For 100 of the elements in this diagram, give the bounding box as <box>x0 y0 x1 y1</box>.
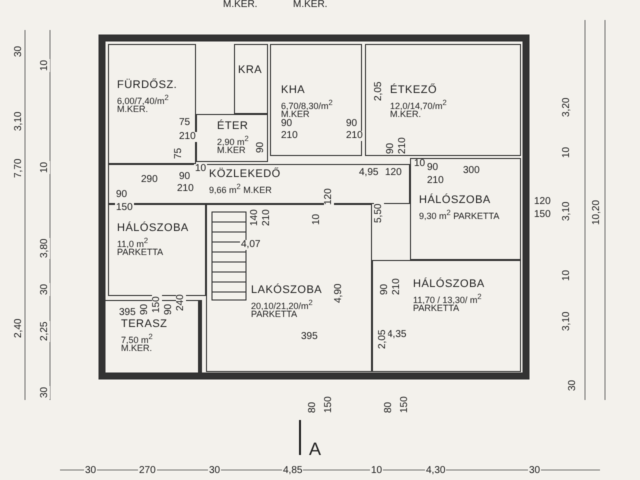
floor-type: M.KER. <box>390 109 422 119</box>
dimension-text: 210 <box>426 176 445 186</box>
floor-type: M.KER. <box>117 104 148 114</box>
dimension-text: 90 <box>256 140 266 154</box>
floor-type: PARKETTA <box>413 303 460 313</box>
dimension-text: 90 <box>140 302 150 316</box>
room-name: ÉTKEZŐ <box>390 85 438 95</box>
dimension-text: 3,20 <box>562 96 572 118</box>
room-area: 20,10/21,20/m$^{2}$ <box>251 298 313 311</box>
dimension-text: 210 <box>178 132 197 142</box>
dimension-text: 90 <box>345 119 358 129</box>
dimension-text: 210 <box>392 277 402 296</box>
dimension-text: 120 <box>324 187 334 206</box>
dimension-text: 2,40 <box>14 318 24 339</box>
dimension-text: 75 <box>178 118 192 128</box>
room-name: LAKÓSZOBA <box>251 285 322 295</box>
dimension-text: 150 <box>152 295 162 314</box>
room-note: M.KER. <box>222 0 258 10</box>
room-area: 12,0/14,70/m$^{2}$ <box>390 98 447 111</box>
room-outline <box>108 44 196 164</box>
dimension-text: 210 <box>262 208 272 227</box>
room-note: M.KER. <box>292 0 328 10</box>
dimension-text: 395 <box>118 308 137 318</box>
dimension-text: 290 <box>140 175 159 185</box>
dimension-text: 7,70 <box>14 158 24 179</box>
room-area: 6,00/7,40/m$^{2}$ <box>117 93 169 106</box>
room-name: HÁLÓSZOBA <box>413 279 485 289</box>
dimension-text: 120 <box>384 168 403 178</box>
dimension-text: 30 <box>14 44 24 58</box>
dimension-text: 10 <box>194 164 208 174</box>
dimension-text: 80 <box>384 400 394 414</box>
dimension-text: 5,50 <box>374 202 384 224</box>
room-outline <box>365 44 521 156</box>
room-name: HÁLÓSZOBA <box>419 195 491 205</box>
room-name: FÜRDŐSZ. <box>117 80 178 90</box>
dimension-text: 395 <box>300 332 319 342</box>
dimension-text: 30 <box>568 378 578 392</box>
room-outline <box>108 164 410 204</box>
dimension-text: 10 <box>562 146 572 159</box>
dimension-text: 10 <box>562 268 572 282</box>
dimension-text: 30 <box>84 466 98 476</box>
dimension-text: 150 <box>400 395 410 414</box>
dimension-text: 80 <box>308 400 318 414</box>
dimension-text: 210 <box>345 131 364 141</box>
floor-type: M.KER <box>281 109 310 119</box>
dimension-text: 10 <box>312 212 322 226</box>
dimension-text: 10 <box>40 58 50 72</box>
room-outline <box>196 114 268 162</box>
dimension-text: 10 <box>413 159 426 169</box>
dimension-text: 2,05 <box>374 80 384 102</box>
room-name: KHA <box>281 85 306 95</box>
room-name: ÉTER <box>217 121 248 131</box>
dimension-text: 3,10 <box>14 110 24 132</box>
dimension-text: 30 <box>528 466 542 476</box>
dimension-text: 90 <box>164 302 174 316</box>
dimension-text: 4,95 <box>358 168 380 178</box>
dimension-text: 30 <box>208 466 222 476</box>
dimension-text: 140 <box>250 208 260 227</box>
room-area: 2,90 m$^{2}$ <box>217 134 249 147</box>
room-outline <box>234 44 268 114</box>
dimension-text: 10,20 <box>592 198 602 226</box>
dimension-text: 150 <box>115 203 134 213</box>
dimension-text: 90 <box>426 163 440 173</box>
dimension-text: 2,05 <box>378 328 388 350</box>
dimension-text: 75 <box>174 146 184 160</box>
dimension-text: 3,10 <box>562 200 572 222</box>
dimension-text: 10 <box>40 160 50 174</box>
dimension-text: 90 <box>280 119 294 129</box>
dimension-text: 300 <box>462 166 481 176</box>
dimension-text: 30 <box>40 282 50 296</box>
room-area: 11,0 m$^{2}$ <box>117 236 148 249</box>
room-outline <box>372 260 521 372</box>
room-name: KRA <box>238 65 262 75</box>
room-area: 9,30 m$^{2}$ PARKETTA <box>419 208 500 221</box>
floor-type: PARKETTA <box>117 247 164 257</box>
dimension-text: 30 <box>40 386 50 399</box>
dimension-text: 240 <box>176 293 186 312</box>
dimension-text: 90 <box>380 282 390 296</box>
room-outline <box>410 158 521 260</box>
dimension-text: 4,85 <box>282 466 304 476</box>
dimension-text: 150 <box>324 395 334 414</box>
dimension-text: 3,10 <box>562 310 572 332</box>
floor-type: M.KER. <box>121 343 152 353</box>
dimension-text: 210 <box>176 184 195 194</box>
dimension-text: 210 <box>280 131 299 141</box>
room-outline <box>206 204 372 372</box>
room-area: 6,70/8,30/m$^{2}$ <box>281 98 333 111</box>
room-area: 11,70 / 13,30/ m$^{2}$ <box>413 292 482 305</box>
room-area: 7,50 m$^{2}$ <box>121 332 153 345</box>
room-name: KÖZLEKEDŐ <box>209 169 281 179</box>
dimension-text: 4,90 <box>334 282 344 304</box>
dimension-text: 90 <box>178 172 192 182</box>
room-name: HÁLÓSZOBA <box>117 223 189 233</box>
dimension-text: 2,25 <box>40 320 50 342</box>
dimension-text: 210 <box>398 136 408 155</box>
floor-type: M.KER <box>217 145 246 155</box>
room-name: TERASZ <box>121 319 168 329</box>
dimension-text: 150 <box>533 210 552 220</box>
room-area: 9,66 m$^{2}$ M.KER <box>209 182 272 195</box>
dimension-text: 90 <box>386 142 396 155</box>
